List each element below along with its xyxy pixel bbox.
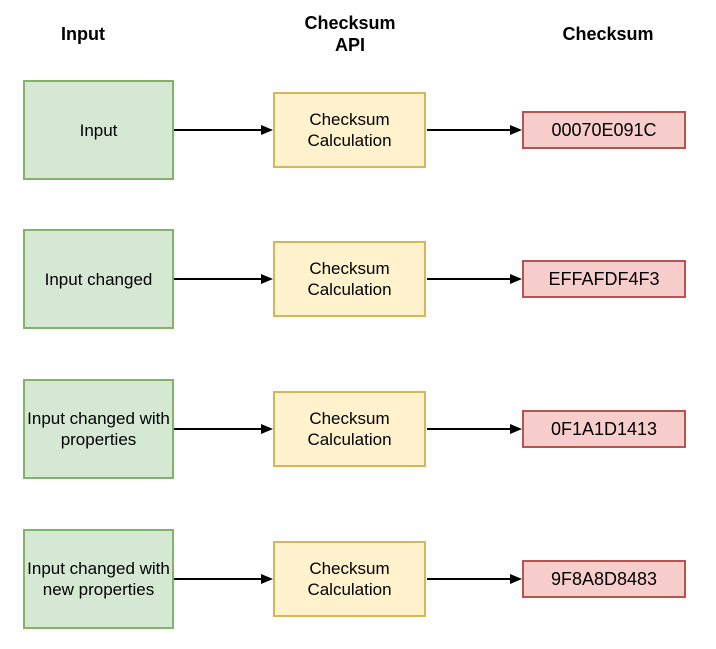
arrow-right-icon <box>174 574 273 584</box>
diagram-row: Input Checksum Calculation 00070E091C <box>0 80 716 180</box>
input-node: Input <box>23 80 174 180</box>
diagram-row: Input changed Checksum Calculation EFFAF… <box>0 229 716 329</box>
checksum-calculation-node: Checksum Calculation <box>273 241 426 317</box>
checksum-value-node: EFFAFDF4F3 <box>522 260 686 298</box>
input-node: Input changed with new properties <box>23 529 174 629</box>
arrow-right-icon <box>174 125 273 135</box>
arrow-right-icon <box>174 274 273 284</box>
checksum-calculation-node: Checksum Calculation <box>273 541 426 617</box>
checksum-value-node: 9F8A8D8483 <box>522 560 686 598</box>
checksum-calculation-node: Checksum Calculation <box>273 391 426 467</box>
arrow-right-icon <box>174 424 273 434</box>
column-header-checksum: Checksum <box>562 24 654 44</box>
arrow-right-icon <box>427 274 522 284</box>
arrow-right-icon <box>427 125 522 135</box>
arrow-right-icon <box>427 574 522 584</box>
checksum-value-node: 0F1A1D1413 <box>522 410 686 448</box>
arrow-right-icon <box>427 424 522 434</box>
diagram-row: Input changed with new properties Checks… <box>0 529 716 629</box>
checksum-value-node: 00070E091C <box>522 111 686 149</box>
diagram-row: Input changed with properties Checksum C… <box>0 379 716 479</box>
column-header-input: Input <box>61 24 105 44</box>
input-node: Input changed <box>23 229 174 329</box>
checksum-calculation-node: Checksum Calculation <box>273 92 426 168</box>
column-header-checksum-api: Checksum API <box>304 13 396 55</box>
input-node: Input changed with properties <box>23 379 174 479</box>
